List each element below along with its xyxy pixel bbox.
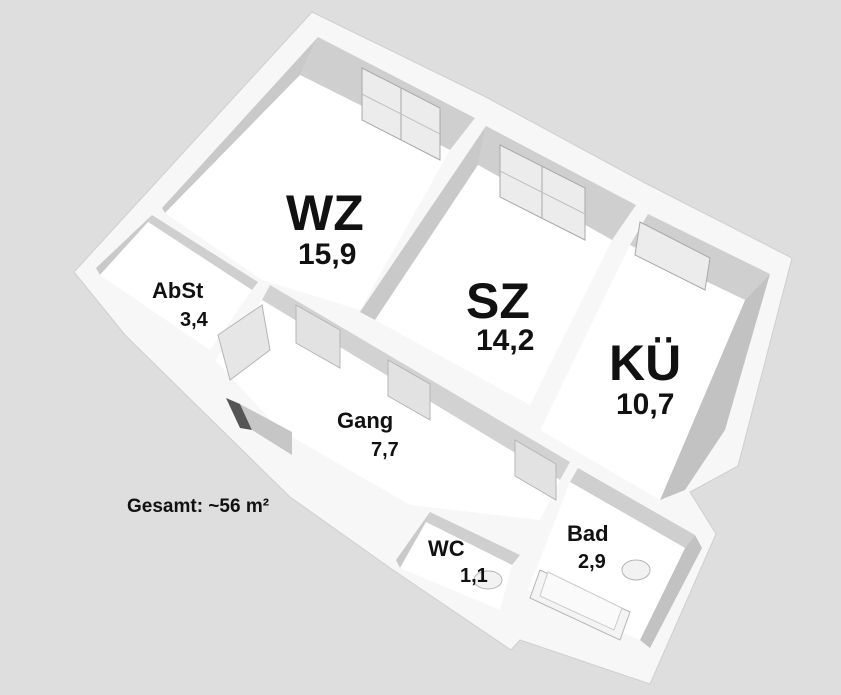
room-label-ku: KÜ [609,335,682,391]
room-abst-wall [148,215,258,290]
entrance-wall [240,404,292,455]
total-area-label: Gesamt: ~56 m² [127,496,270,517]
door-sz [387,359,431,421]
door-wz [295,304,341,369]
room-area-wz: 15,9 [298,238,357,271]
window-sz [499,144,586,241]
room-abst-wall [96,215,152,275]
room-wz-wall [162,37,318,213]
room-bad-wall [640,535,702,648]
toilet [473,570,503,590]
room-bad-wall [570,468,695,548]
room-sz-floor [375,165,612,405]
room-area-bad: 2,9 [578,551,606,573]
room-label-wz: WZ [286,185,364,241]
room-area-ku: 10,7 [616,388,675,421]
room-sz-wall [360,126,486,320]
room-area-abst: 3,4 [180,309,208,331]
room-label-abst: AbSt [152,278,204,303]
room-label-wc: WC [428,536,465,561]
room-wc-wall [396,512,430,568]
room-gang-floor [215,300,560,520]
room-label-sz: SZ [466,273,530,329]
room-label-gang: Gang [337,408,394,433]
window-ku [634,221,711,291]
room-wz-floor [165,75,450,310]
washbasin [621,559,651,581]
room-ku-floor [540,245,745,500]
bathtub [529,569,631,641]
window-wz [361,67,441,161]
door-ku [514,439,557,501]
room-label-bad: Bad [567,521,609,546]
door-abst [217,304,271,381]
room-area-gang: 7,7 [371,439,399,461]
room-wc-wall [426,512,520,565]
room-ku-wall [660,274,770,500]
room-area-wc: 1,1 [460,565,488,587]
entrance-door [226,398,252,430]
room-area-sz: 14,2 [476,324,535,357]
room-abst-floor [100,222,252,350]
